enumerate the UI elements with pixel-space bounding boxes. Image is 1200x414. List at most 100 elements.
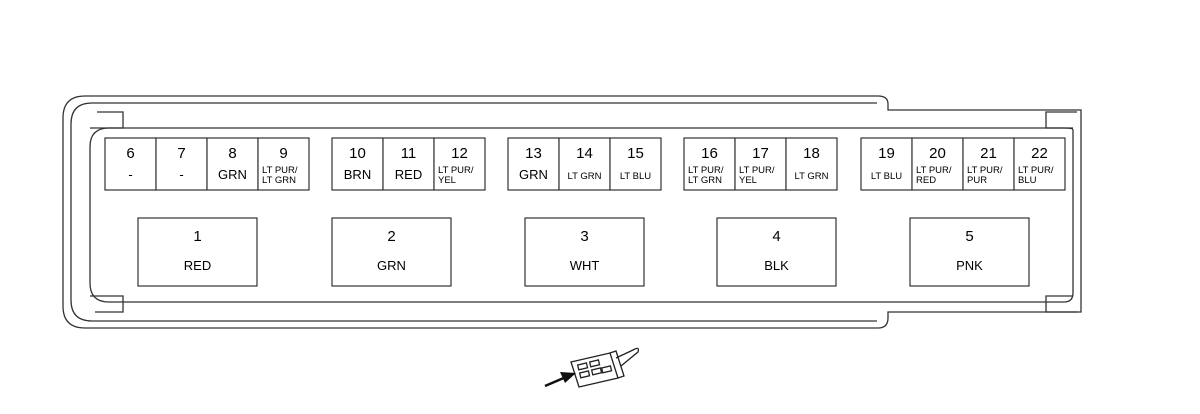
terminal-wire-color: LT GRN bbox=[568, 171, 602, 182]
housing-outer bbox=[62, 95, 1082, 329]
corner-mark-top-left bbox=[90, 111, 124, 129]
terminal-20: 20 LT PUR/RED bbox=[911, 137, 964, 191]
connector-icon-cavity bbox=[578, 370, 591, 379]
terminal-wire-color: RED bbox=[184, 258, 211, 273]
terminal-number: 16 bbox=[701, 145, 718, 162]
terminal-number: 12 bbox=[451, 145, 468, 162]
terminal-number: 17 bbox=[752, 145, 769, 162]
terminal-wire-color: LT PUR/ bbox=[916, 165, 952, 176]
connector-icon-cavity bbox=[600, 365, 613, 374]
terminal-number: 3 bbox=[580, 228, 588, 245]
terminal-number: 18 bbox=[803, 145, 820, 162]
connector-icon-side bbox=[609, 350, 625, 379]
terminal-number: 6 bbox=[126, 145, 134, 162]
terminal-cavity bbox=[785, 137, 838, 191]
terminal-6: 6- bbox=[104, 137, 157, 191]
housing-inner bbox=[70, 102, 877, 322]
terminal-wire-color: LT PUR/ bbox=[262, 165, 298, 176]
terminal-7: 7- bbox=[155, 137, 208, 191]
terminal-number: 14 bbox=[576, 145, 593, 162]
terminal-wire-color: LT PUR/ bbox=[1018, 165, 1054, 176]
terminal-cavity bbox=[433, 137, 486, 191]
terminal-wire-color: GRN bbox=[218, 167, 247, 182]
terminal-wire-color: BLK bbox=[764, 258, 789, 273]
corner-mark-bottom-right bbox=[1045, 295, 1077, 313]
connector-icon-cavity bbox=[576, 362, 589, 371]
view-arrow-shaft bbox=[544, 375, 567, 388]
terminal-cavity bbox=[909, 217, 1030, 287]
terminal-wire-color: LT PUR/ bbox=[688, 165, 724, 176]
terminal-cavity bbox=[155, 137, 208, 191]
terminal-wire-color: RED bbox=[916, 175, 936, 186]
terminal-number: 22 bbox=[1031, 145, 1048, 162]
terminal-22: 22 LT PUR/BLU bbox=[1013, 137, 1066, 191]
terminal-21: 21 LT PUR/PUR bbox=[962, 137, 1015, 191]
terminal-wire-color: LT GRN bbox=[262, 175, 296, 186]
terminal-cavity bbox=[716, 217, 837, 287]
connector-housing bbox=[62, 95, 1082, 329]
terminal-wire-color: YEL bbox=[438, 175, 456, 186]
terminal-wire-color: YEL bbox=[739, 175, 757, 186]
terminal-wire-color: BRN bbox=[344, 167, 371, 182]
terminal-cavity bbox=[962, 137, 1015, 191]
terminal-number: 11 bbox=[401, 145, 417, 162]
terminal-wire-color: PNK bbox=[956, 258, 983, 273]
terminal-19: 19 LT BLU bbox=[860, 137, 913, 191]
terminal-wire-color: GRN bbox=[519, 167, 548, 182]
terminal-cavity bbox=[137, 217, 258, 287]
terminal-cavity bbox=[911, 137, 964, 191]
corner-mark-top-right bbox=[1045, 111, 1077, 129]
connector-icon-cavity bbox=[590, 367, 603, 376]
terminal-wire-color: BLU bbox=[1018, 175, 1037, 186]
terminal-wire-color: - bbox=[128, 167, 132, 182]
terminal-wire-color: LT BLU bbox=[620, 171, 651, 182]
terminal-wire-color: PUR bbox=[967, 175, 987, 186]
connector-icon-cavity bbox=[588, 359, 601, 368]
terminal-wire-color: GRN bbox=[377, 258, 406, 273]
terminal-9: 9LT PUR/LT GRN bbox=[257, 137, 310, 191]
terminal-number: 1 bbox=[193, 228, 201, 245]
terminal-wire-color: LT PUR/ bbox=[438, 165, 474, 176]
view-arrow-head bbox=[560, 372, 576, 383]
terminal-number: 20 bbox=[929, 145, 946, 162]
terminal-number: 2 bbox=[387, 228, 395, 245]
terminal-cavity bbox=[1013, 137, 1066, 191]
terminal-cavity bbox=[524, 217, 645, 287]
terminal-number: 21 bbox=[980, 145, 997, 162]
terminal-number: 15 bbox=[627, 145, 644, 162]
terminal-wire-color: LT GRN bbox=[795, 171, 829, 182]
corner-mark-bottom-left bbox=[90, 295, 124, 313]
terminal-wire-color: - bbox=[179, 167, 183, 182]
terminal-cavity bbox=[331, 217, 452, 287]
terminal-cavity bbox=[382, 137, 435, 191]
terminal-wire-color: WHT bbox=[570, 258, 600, 273]
terminal-number: 19 bbox=[878, 145, 895, 162]
terminal-number: 10 bbox=[349, 145, 366, 162]
terminal-number: 7 bbox=[177, 145, 185, 162]
terminal-18: 18 LT GRN bbox=[785, 137, 838, 191]
connector-icon-wire bbox=[615, 347, 640, 367]
terminal-wire-color: LT BLU bbox=[871, 171, 902, 182]
terminal-wire-color: RED bbox=[395, 167, 422, 182]
terminal-cavity bbox=[609, 137, 662, 191]
terminal-number: 13 bbox=[525, 145, 542, 162]
terminal-cavity bbox=[206, 137, 259, 191]
terminal-cavity bbox=[734, 137, 787, 191]
terminal-15: 15 LT BLU bbox=[609, 137, 662, 191]
terminal-wire-color: LT PUR/ bbox=[967, 165, 1003, 176]
terminal-number: 5 bbox=[965, 228, 973, 245]
